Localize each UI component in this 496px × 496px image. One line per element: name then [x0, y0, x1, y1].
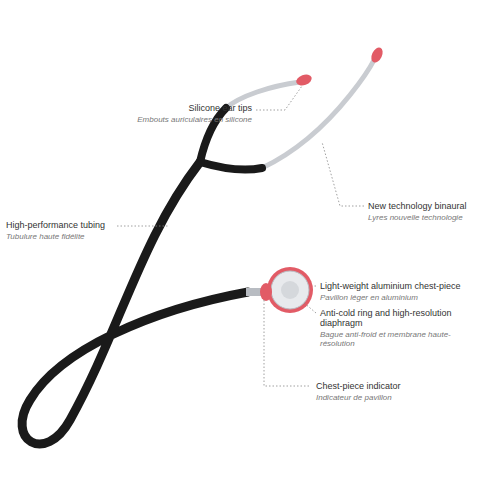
diaphragm-center	[281, 281, 299, 299]
ear-tip	[369, 46, 385, 65]
part-label: Chest-piece indicator	[316, 381, 486, 391]
ear-tip	[295, 73, 313, 88]
part-label: Anti-cold ring and high-resolution diaph…	[320, 308, 465, 329]
y-tube	[200, 162, 262, 170]
leader-line	[264, 300, 311, 386]
leader-line	[117, 226, 168, 227]
part-label-fr: Bague anti-froid et membrane haute-résol…	[320, 330, 460, 348]
leader-line	[256, 86, 302, 110]
part-label-fr: Pavillon léger en aluminium	[320, 293, 490, 302]
leader-line	[313, 286, 316, 287]
anti-cold-ring	[267, 267, 313, 313]
part-label-fr: Lyres nouvelle technologie	[368, 213, 492, 222]
tubing	[22, 162, 248, 444]
part-label: Silicone ear tips	[120, 103, 252, 113]
part-label-fr: Tubulure haute fidélite	[6, 232, 118, 241]
leader-line	[322, 142, 364, 206]
chest-piece-indicator	[260, 283, 272, 301]
part-label-fr: Embouts auriculaires en silicone	[90, 115, 252, 124]
leader-line	[303, 302, 316, 313]
part-label: Light-weight aluminium chest-piece	[320, 281, 490, 291]
part-label: New technology binaural	[368, 201, 492, 211]
part-label: High-performance tubing	[6, 220, 118, 230]
part-label-fr: Indicateur de pavillon	[316, 393, 486, 402]
diaphragm	[271, 271, 309, 309]
binaural-right	[262, 60, 374, 168]
